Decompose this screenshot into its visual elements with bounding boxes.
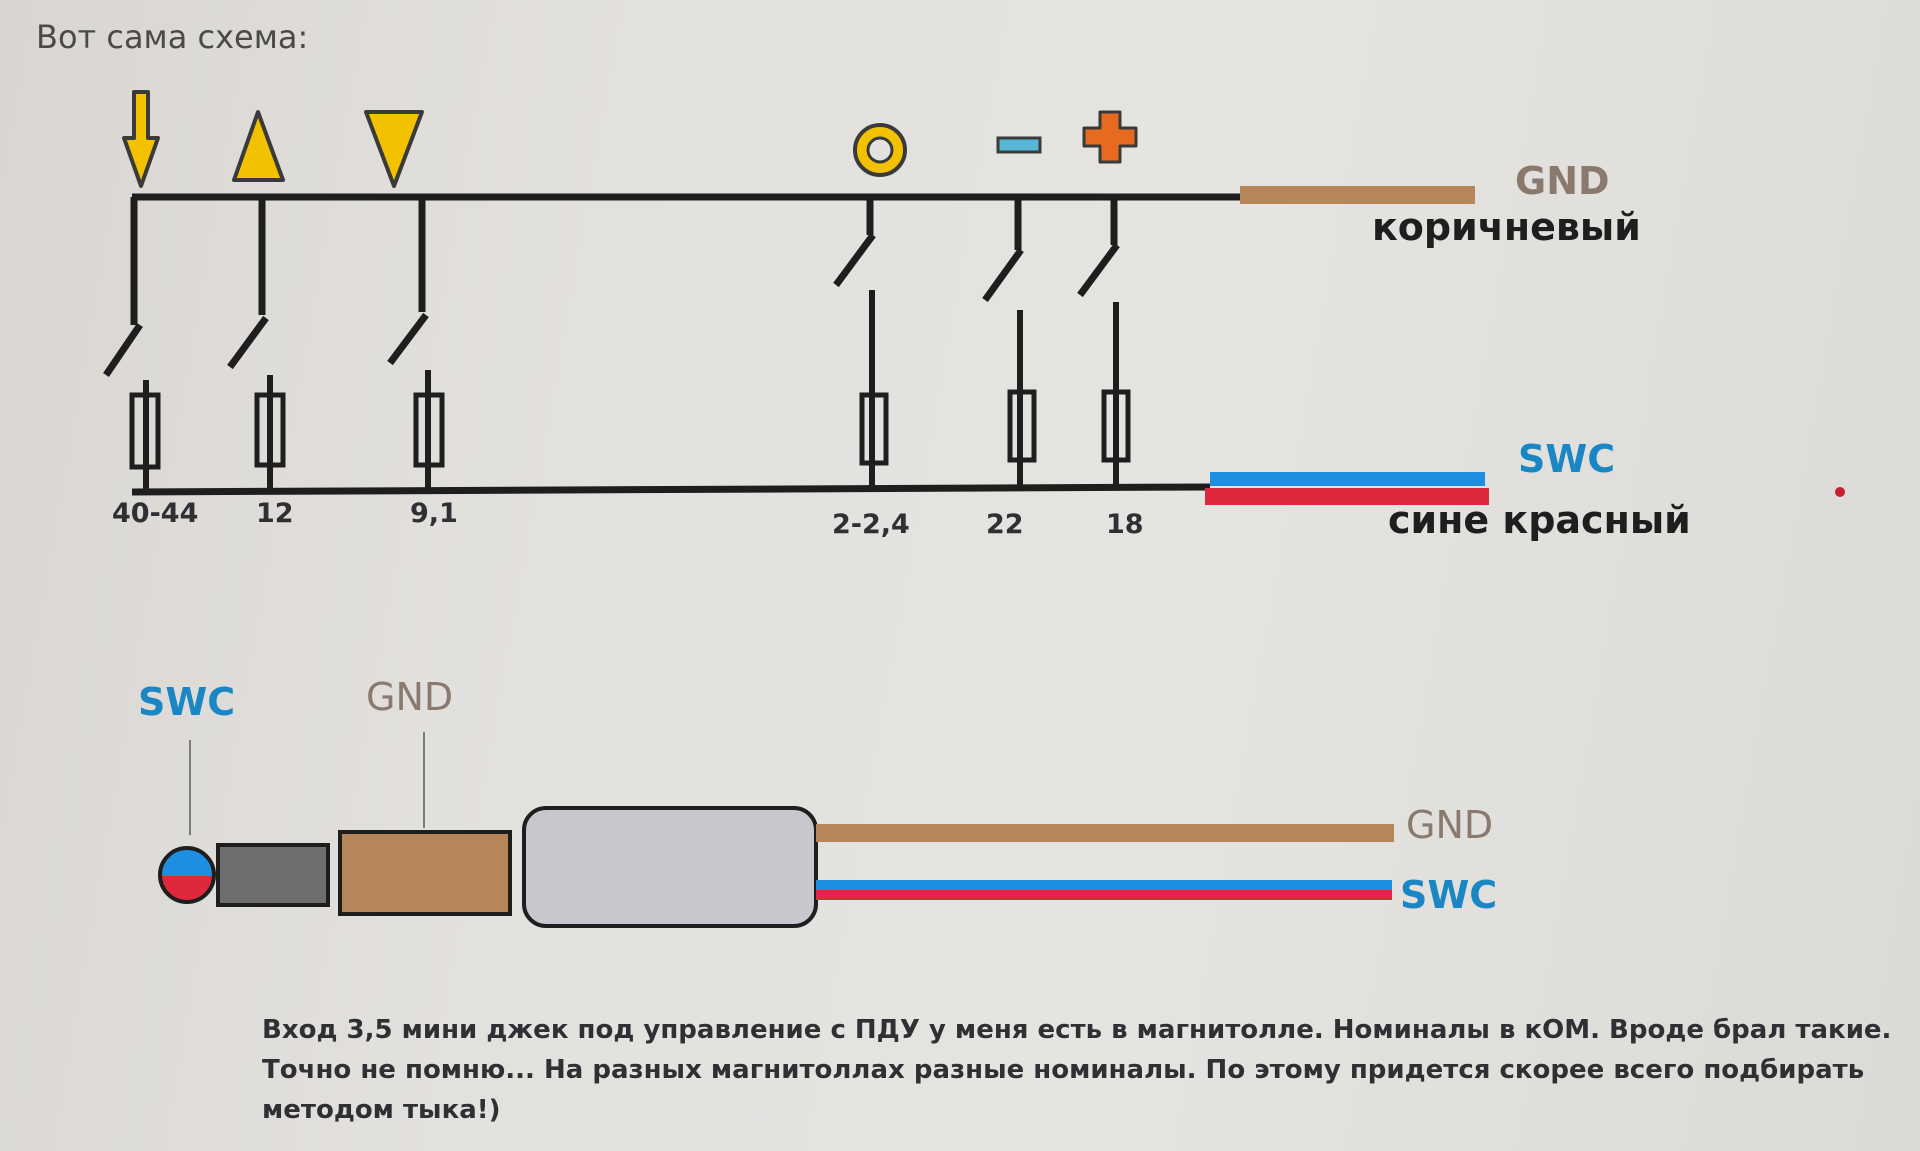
jack-swc-label: SWC — [138, 680, 235, 724]
resistor-3 — [413, 392, 445, 468]
jack-gnd-wire — [816, 824, 1394, 842]
resistor-value-1: 40-44 — [112, 498, 198, 529]
ring-icon — [853, 123, 907, 177]
jack-gnd-label: GND — [366, 675, 453, 719]
plus-icon — [1082, 110, 1138, 164]
minus-icon — [996, 136, 1042, 154]
resistor-1 — [129, 392, 161, 470]
resistor-value-6: 18 — [1106, 509, 1144, 540]
jack-swc-wire-blue — [816, 880, 1392, 890]
jack-swc-wire-red — [816, 890, 1392, 900]
branch-3 — [387, 197, 445, 490]
jack-wire-gnd-label: GND — [1406, 803, 1493, 847]
jack-body — [522, 806, 818, 928]
branch-1 — [103, 197, 161, 492]
triangle-up-icon — [232, 110, 285, 182]
description-note: Вход 3,5 мини джек под управление с ПДУ … — [262, 1010, 1892, 1130]
branch-6 — [1077, 197, 1131, 488]
resistor-5 — [1007, 389, 1037, 463]
branch-2 — [227, 197, 286, 492]
resistor-6 — [1101, 389, 1131, 463]
swc-wire-label: SWC — [1518, 437, 1615, 481]
resistor-value-4: 2-2,4 — [832, 509, 910, 540]
resistor-value-3: 9,1 — [410, 498, 458, 529]
note-line-1: Вход 3,5 мини джек под управление с ПДУ … — [262, 1015, 1892, 1045]
red-dot-mark — [1835, 487, 1845, 497]
gnd-wire-end — [1240, 186, 1475, 204]
resistor-4 — [859, 392, 889, 466]
jack-wire-swc-label: SWC — [1400, 873, 1497, 917]
resistor-value-5: 22 — [986, 509, 1024, 540]
triangle-down-icon — [364, 110, 424, 188]
swc-wire-color-name: сине красный — [1388, 498, 1691, 542]
branch-4 — [833, 197, 889, 490]
diagram-caption: Вот сама схема: — [36, 18, 309, 56]
resistor-2 — [254, 392, 286, 468]
branch-5 — [982, 197, 1037, 488]
swc-rail — [131, 483, 1211, 496]
jack-ring — [216, 843, 330, 907]
swc-wire-end — [1205, 472, 1489, 505]
arrow-down-icon — [122, 90, 160, 188]
gnd-wire-color-name: коричневый — [1372, 205, 1641, 249]
note-line-3: методом тыка!) — [262, 1095, 501, 1125]
note-line-2: Точно не помню... На разных магнитоллах … — [262, 1055, 1865, 1085]
gnd-wire-label: GND — [1515, 159, 1610, 203]
resistor-value-2: 12 — [256, 498, 294, 529]
jack-sleeve — [338, 830, 512, 916]
jack-tip — [158, 846, 216, 904]
